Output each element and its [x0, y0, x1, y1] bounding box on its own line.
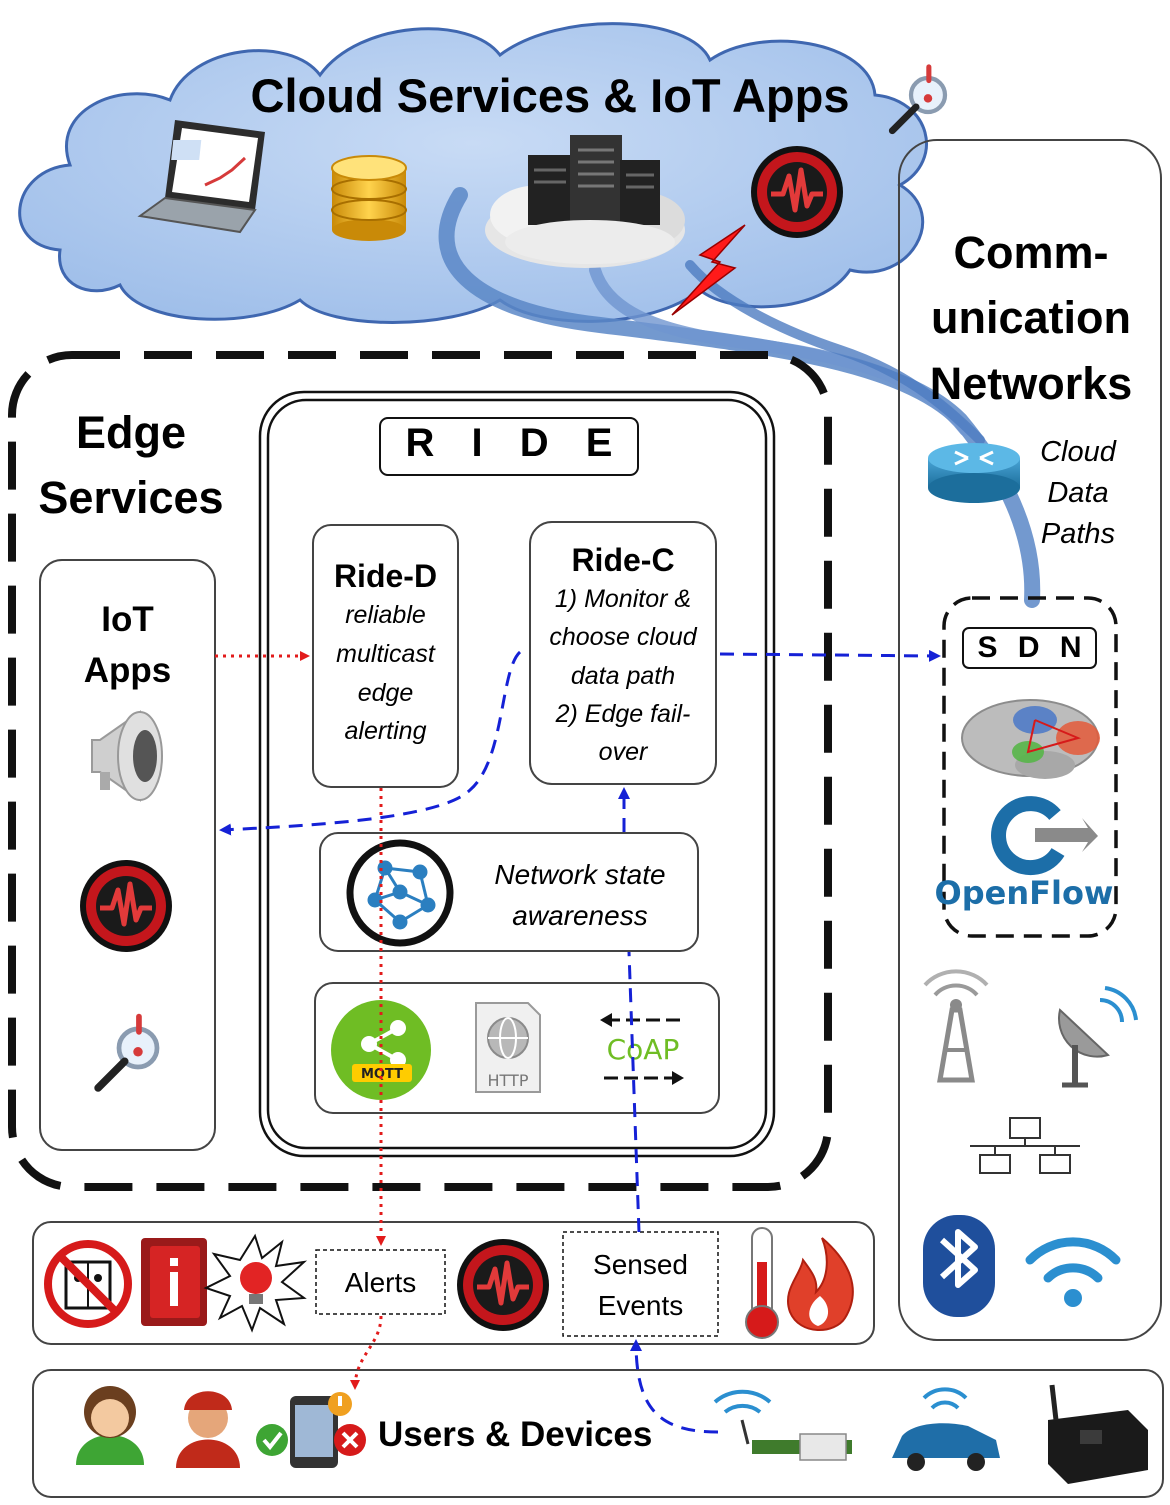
users-devices-title: Users & Devices	[378, 1415, 653, 1454]
gateway-device-icon	[1048, 1384, 1148, 1484]
network-state-line1: Network state	[494, 859, 666, 890]
ride-label: R I D E	[405, 421, 613, 465]
comm-title-line2: unication	[931, 292, 1131, 344]
edge-services-box	[8, 351, 832, 1191]
ride-c-box	[529, 521, 717, 785]
iot-title-line2: Apps	[83, 650, 172, 690]
alerts-box	[315, 1249, 446, 1315]
megaphone-icon	[91, 710, 163, 802]
database-icon	[331, 155, 407, 241]
comm-title-line3: Networks	[929, 357, 1133, 409]
ride-c-line3: data path	[570, 661, 676, 690]
mqtt-label: MQTT	[361, 1067, 403, 1082]
wave-logo-icon-sensor	[457, 1239, 549, 1331]
emergency-switch-icon	[141, 1238, 207, 1326]
wifi-icon	[1025, 1237, 1121, 1307]
iot-title-line1: IoT	[101, 600, 154, 639]
ride-c-text: Ride-C 1) Monitor & choose cloud data pa…	[530, 540, 716, 771]
ride-d-line4: alerting	[344, 717, 427, 746]
thermometer-icon	[745, 1227, 779, 1339]
arrow-ride-c-to-sdn	[719, 649, 941, 662]
sdn-label: S D N	[977, 631, 1082, 664]
wave-logo-icon-iot	[80, 860, 172, 952]
server-cloud-icon	[485, 135, 685, 268]
iot-apps-title: IoT Apps	[40, 595, 215, 697]
firefighter-icon	[176, 1391, 240, 1468]
arrow-alerts-to-users	[350, 1315, 383, 1390]
ride-c-line5: over	[598, 738, 648, 766]
sensor-board-icon	[713, 1389, 852, 1461]
ride-c-line4: 2) Edge fail-	[555, 699, 691, 728]
wave-logo-icon-cloud	[751, 146, 843, 238]
ride-d-title: Ride-D	[333, 558, 438, 594]
laptop-icon	[137, 120, 265, 234]
lan-network-icon	[970, 1117, 1080, 1174]
edge-title-line1: Edge	[75, 407, 187, 458]
ride-d-box	[312, 524, 459, 788]
brain-icon	[961, 699, 1100, 779]
ride-d-text: Ride-D reliable multicast edge alerting	[313, 556, 458, 751]
ride-d-line1: reliable	[345, 601, 426, 629]
sdn-box	[942, 596, 1118, 938]
paths-line3: Paths	[1040, 518, 1116, 551]
ride-label-box	[379, 417, 639, 476]
cloud-shape	[18, 22, 928, 324]
no-elevator-icon	[44, 1240, 132, 1328]
lightning-icon	[671, 224, 746, 316]
sensed-line2: Events	[597, 1289, 684, 1321]
comm-networks-box	[898, 139, 1162, 1341]
ride-d-line3: edge	[357, 678, 414, 707]
openflow-label: OpenFlow	[935, 874, 1114, 912]
network-state-line2: awareness	[512, 899, 648, 931]
network-graph-icon	[346, 839, 454, 947]
ride-c-line2: choose cloud	[549, 623, 697, 652]
cloud-data-paths-label: Cloud Data Paths	[1026, 432, 1130, 556]
openflow-logo-icon	[991, 796, 1098, 876]
ride-outer-border	[258, 390, 776, 1158]
http-icon	[475, 1002, 541, 1093]
arrow-sensed-to-netstate	[627, 951, 641, 1233]
sensed-events-box	[562, 1231, 719, 1337]
ride-c-title: Ride-C	[571, 542, 675, 578]
arrow-devices-to-sensed	[630, 1339, 719, 1434]
paths-line1: Cloud	[1040, 436, 1116, 468]
edge-title-line2: Services	[38, 472, 224, 524]
bluetooth-icon	[923, 1215, 995, 1317]
fire-icon	[787, 1237, 854, 1331]
phone-alert-icon	[256, 1392, 366, 1468]
http-label: HTTP	[488, 1071, 529, 1090]
coap-icon	[600, 1013, 684, 1085]
edge-services-title: Edge Services	[20, 400, 242, 531]
iot-apps-box	[39, 559, 216, 1151]
network-state-text: Network state awareness	[462, 855, 698, 936]
sensed-events-label: Sensed Events	[563, 1245, 718, 1326]
cell-tower-icon	[923, 969, 989, 1083]
mqtt-icon	[331, 1000, 431, 1100]
satellite-dish-icon	[1058, 986, 1138, 1088]
arrow-ride-c-to-iot	[219, 650, 522, 836]
cloud-title: Cloud Services & IoT Apps	[250, 69, 850, 122]
alerts-label: Alerts	[344, 1267, 417, 1298]
ride-inner-border	[266, 398, 768, 1150]
comm-networks-title: Comm- unication Networks	[905, 220, 1157, 416]
alarm-light-icon	[203, 1233, 308, 1333]
router-icon	[928, 443, 1020, 503]
user-avatar-icon	[76, 1386, 144, 1465]
coap-label: CoAP	[607, 1033, 680, 1066]
ride-d-line2: multicast	[336, 639, 435, 668]
sdn-label-box	[962, 627, 1097, 669]
comm-title-line1: Comm-	[953, 227, 1109, 278]
connected-car-icon	[892, 1387, 1000, 1471]
ride-c-line1: 1) Monitor &	[554, 585, 692, 613]
paths-line2: Data	[1047, 477, 1109, 510]
sensed-line1: Sensed	[593, 1249, 688, 1280]
